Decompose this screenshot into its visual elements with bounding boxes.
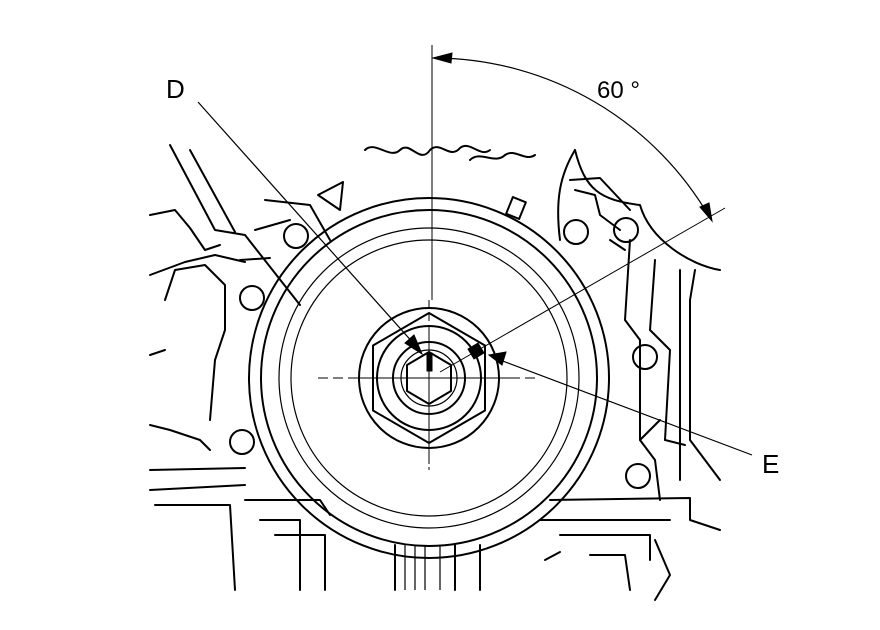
leader-arrow-e-icon <box>487 351 507 366</box>
crankshaft-pulley <box>248 197 610 559</box>
callout-d: D <box>166 74 433 372</box>
bolt-holes <box>229 217 658 489</box>
angle-dimension: 60 ° <box>431 52 713 223</box>
timing-marks <box>317 181 527 220</box>
leader-arrow-d-icon <box>404 334 424 356</box>
label-e: E <box>762 449 779 479</box>
callout-e: E <box>467 342 779 479</box>
center-lines <box>318 45 726 470</box>
arrowhead-right-icon <box>699 202 713 223</box>
arrowhead-top-icon <box>431 52 453 64</box>
angle-label: 60 ° <box>597 77 640 104</box>
square-mark-icon <box>505 196 527 220</box>
engine-housing <box>149 144 721 601</box>
mark-e <box>467 342 485 360</box>
label-d: D <box>166 74 185 104</box>
mark-d <box>426 352 433 372</box>
triangle-mark-icon <box>317 181 344 211</box>
